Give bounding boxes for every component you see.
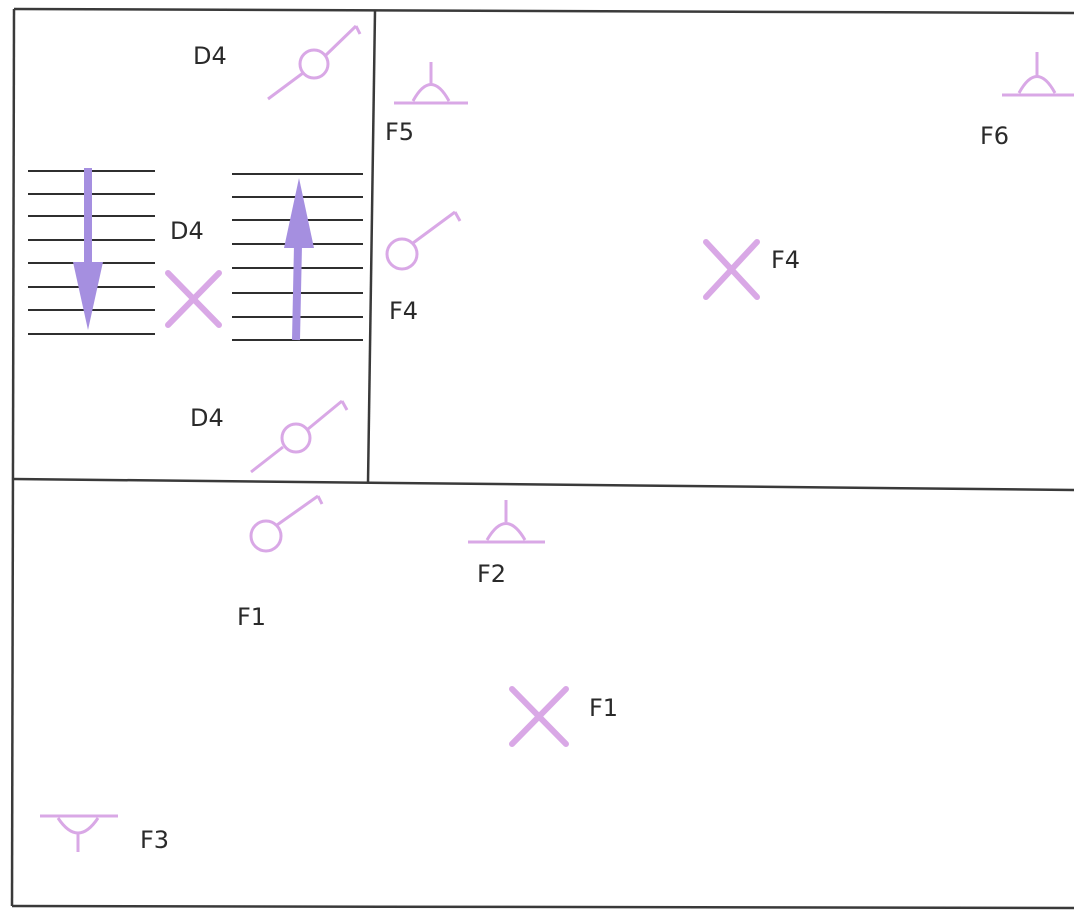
partition-horizontal: [12, 477, 1074, 492]
outer-wall-left: [10, 8, 16, 907]
switch-icon: [267, 24, 362, 101]
socket-icon: [1002, 52, 1074, 97]
label-f4-light: F4: [771, 246, 801, 274]
ceiling-light-icon: [165, 270, 222, 328]
fan-outlet-icon: [40, 814, 118, 852]
label-d4-middle: D4: [170, 217, 204, 245]
light-symbols: [165, 239, 760, 747]
label-d4-bottom: D4: [190, 404, 224, 432]
socket-icon: [394, 62, 468, 105]
label-f4-switch: F4: [389, 297, 419, 325]
switch-symbols: [249, 24, 462, 553]
label-f1-switch: F1: [237, 603, 267, 631]
ceiling-light-icon: [509, 686, 569, 747]
label-f3: F3: [140, 826, 170, 854]
arrow-down-icon: [73, 168, 103, 330]
outer-wall-top: [13, 7, 1074, 15]
label-d4-top: D4: [193, 42, 227, 70]
label-f5: F5: [385, 118, 415, 146]
outer-wall-bottom: [11, 904, 1074, 910]
ceiling-light-icon: [703, 239, 760, 300]
socket-icon: [468, 500, 545, 544]
arrow-up-icon: [284, 178, 314, 341]
stair-down: [28, 168, 155, 335]
walls: [10, 7, 1074, 910]
switch-icon: [385, 210, 462, 271]
switch-icon: [250, 399, 349, 474]
label-f2: F2: [477, 560, 507, 588]
stair-up: [232, 173, 363, 341]
socket-symbols: [40, 52, 1074, 852]
switch-icon: [249, 494, 324, 553]
label-f1-light: F1: [589, 694, 619, 722]
partition-vertical: [366, 10, 377, 484]
label-f6: F6: [980, 122, 1010, 150]
